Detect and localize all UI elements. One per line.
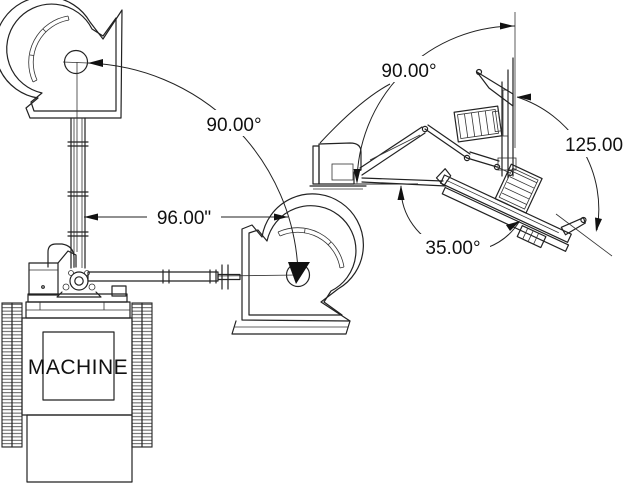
label-leader <box>319 83 391 144</box>
column <box>67 117 89 269</box>
platform-extension-line <box>555 213 613 257</box>
arrowhead-vertical-line <box>500 22 514 30</box>
tilt-arrow-platform <box>506 221 520 231</box>
machine-body: MACHINE <box>21 317 133 483</box>
platform-under-block <box>516 225 547 249</box>
tilt-arrow-up <box>397 185 405 200</box>
arc-arrowhead-bottom <box>288 262 310 284</box>
vertical-angle-dimension: 90.00° <box>319 22 516 184</box>
track-left <box>1 302 23 448</box>
rotation-angle-dimension: 90.00° <box>87 59 310 284</box>
platform-end-fin <box>560 216 587 236</box>
tilt-angle-dimension: 35.00° <box>397 185 520 259</box>
platform-step-block <box>494 163 543 214</box>
tilt-angle-label: 35.00° <box>425 238 480 259</box>
swing-angle-arc <box>516 96 600 231</box>
swing-arrow-platform <box>595 217 602 232</box>
head-right-base-plate <box>231 320 351 335</box>
machine-label-box <box>42 331 115 401</box>
platform-left-tip <box>435 168 452 187</box>
swing-arrow-mast <box>517 93 531 101</box>
mast <box>475 57 517 179</box>
horizontal-centerline <box>217 274 299 277</box>
reach-dimension: 96.00" <box>84 208 288 229</box>
rotation-angle-label: 90.00° <box>206 115 261 136</box>
machine-label: MACHINE <box>28 356 128 379</box>
swing-angle-label: 125.00 <box>565 135 623 156</box>
pivot-joint <box>56 270 102 298</box>
arrowhead-horizontal-line <box>353 169 361 184</box>
track-right <box>131 302 153 448</box>
machine-lower-box <box>26 414 133 483</box>
horizontal-arm <box>87 264 241 290</box>
dim-arrow-right <box>274 213 288 221</box>
tilted-platform <box>435 163 587 252</box>
swing-angle-dimension: 125.00 <box>516 93 628 232</box>
head-position-top <box>0 0 123 119</box>
dim-arrow-left <box>84 213 98 221</box>
carriage-platform <box>25 285 131 319</box>
control-box <box>28 243 77 296</box>
cab <box>309 142 367 190</box>
vertical-angle-label: 90.00° <box>381 61 436 82</box>
reach-dimension-label: 96.00" <box>157 208 211 229</box>
bore-crosshair <box>62 61 89 64</box>
motor-block <box>453 105 503 143</box>
arc-arrowhead-top <box>88 59 103 67</box>
plan-view-machine: MACHINE 90.00° 96.00" <box>0 0 364 483</box>
elevation-view-machine: 90.00° 35.00° 125.00 <box>309 12 628 259</box>
head-position-right <box>241 193 364 322</box>
